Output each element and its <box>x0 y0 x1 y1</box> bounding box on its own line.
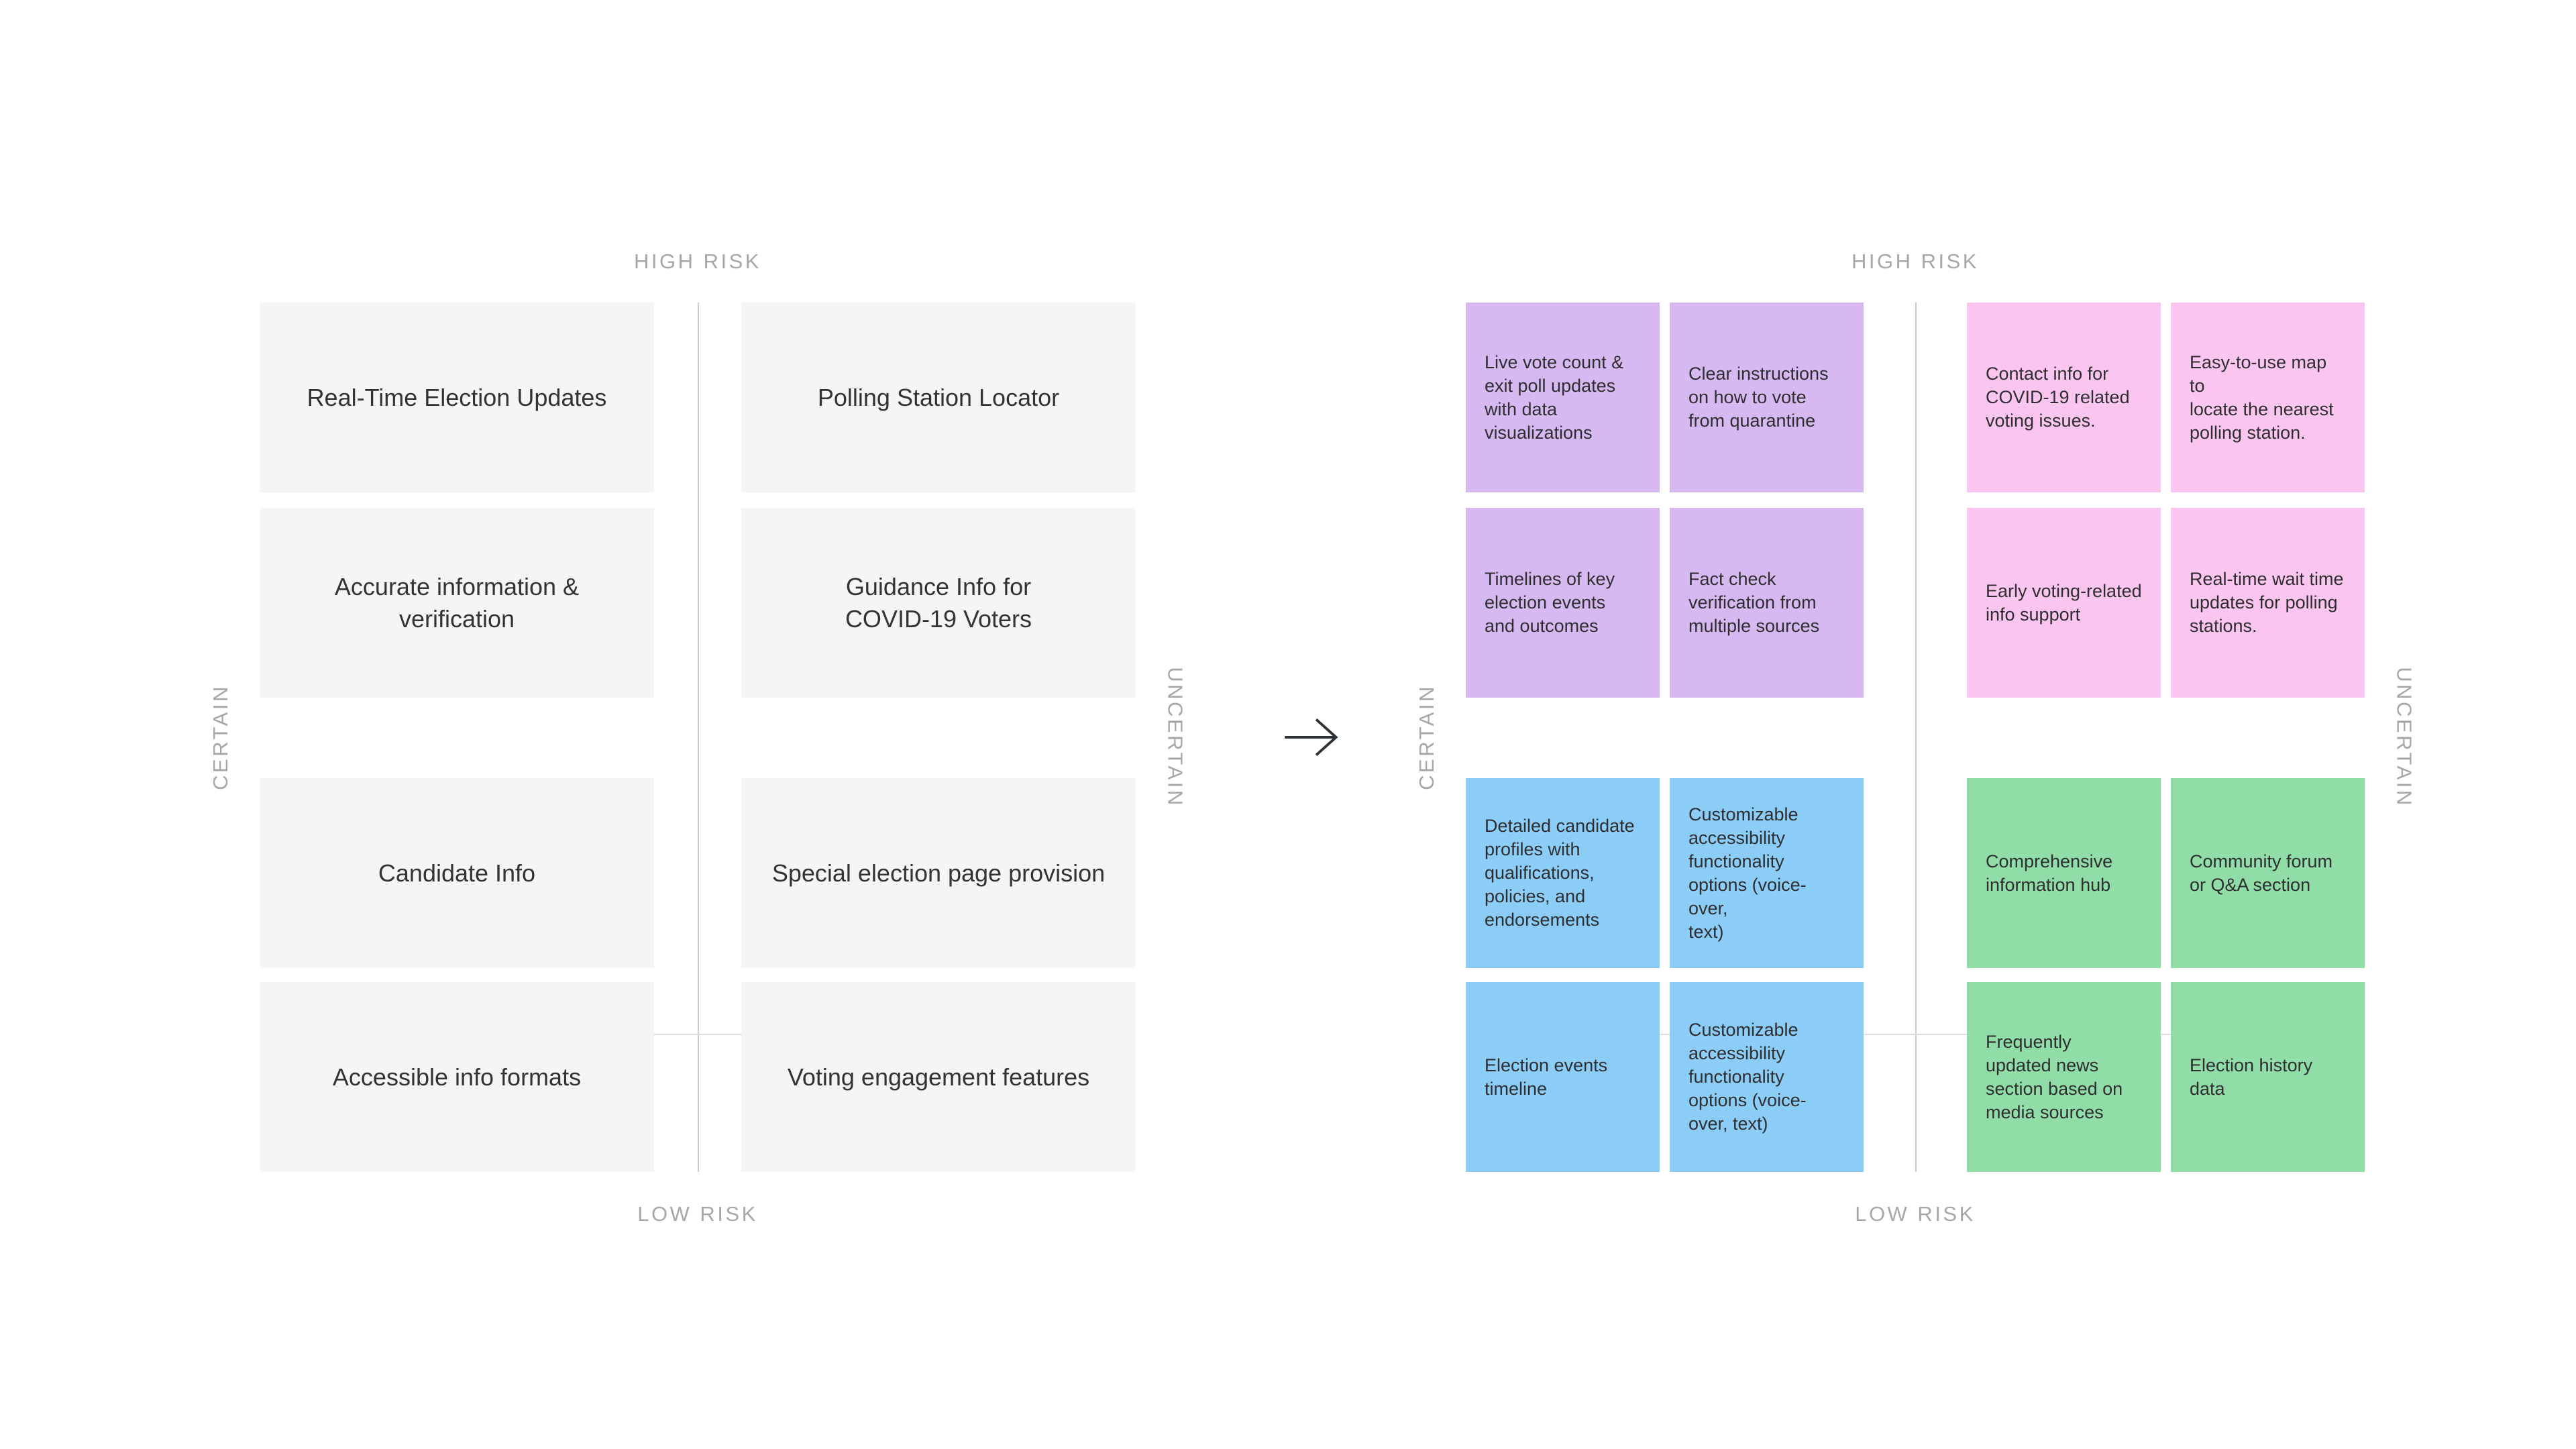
sticky-note-text: Contact info for COVID-19 related voting… <box>1986 364 2130 431</box>
sticky-note-text: Election events timeline <box>1485 1055 1608 1099</box>
feature-box-label: Guidance Info for COVID-19 Voters <box>845 572 1032 633</box>
feature-box[interactable]: Accessible info formats <box>260 982 654 1172</box>
sticky-note-text: Customizable accessibility functionality… <box>1688 804 1807 942</box>
feature-box[interactable]: Special election page provision <box>741 778 1136 968</box>
sticky-note-text: Live vote count & exit poll updates with… <box>1485 352 1624 443</box>
feature-box[interactable]: Candidate Info <box>260 778 654 968</box>
axis-label-high-risk: HIGH RISK <box>634 250 761 273</box>
feature-box-label: Polling Station Locator <box>817 383 1060 411</box>
sticky-note[interactable]: Detailed candidate profiles with qualifi… <box>1466 778 1660 968</box>
feature-box[interactable]: Real-Time Election Updates <box>260 303 654 492</box>
feature-box-label: Accessible info formats <box>332 1063 582 1091</box>
sticky-note[interactable]: Customizable accessibility functionality… <box>1670 982 1864 1172</box>
sticky-note[interactable]: Election events timeline <box>1466 982 1660 1172</box>
sticky-note-text: Easy-to-use map to locate the nearest po… <box>2190 352 2334 443</box>
sticky-note[interactable]: Timelines of key election events and out… <box>1466 508 1660 698</box>
horizontal-divider-line <box>260 1034 1136 1035</box>
feature-box[interactable]: Guidance Info for COVID-19 Voters <box>741 508 1136 698</box>
horizontal-divider-line <box>1466 1034 2365 1035</box>
axis-label-high-risk: HIGH RISK <box>1851 250 1979 273</box>
sticky-note-text: Community forum or Q&A section <box>2190 851 2333 895</box>
feature-box-label: Real-Time Election Updates <box>307 383 607 411</box>
transform-arrow <box>1283 711 1340 763</box>
feature-box-label: Candidate Info <box>378 859 536 887</box>
sticky-note-text: Customizable accessibility functionality… <box>1688 1020 1807 1134</box>
sticky-note[interactable]: Frequently updated news section based on… <box>1967 982 2161 1172</box>
vertical-divider-line <box>1915 303 1917 1172</box>
sticky-note[interactable]: Election history data <box>2171 982 2365 1172</box>
right-arrow-icon <box>1285 718 1338 756</box>
axis-label-low-risk: LOW RISK <box>637 1202 758 1226</box>
sticky-note-text: Real-time wait time updates for polling … <box>2190 569 2344 636</box>
sticky-note[interactable]: Clear instructions on how to vote from q… <box>1670 303 1864 492</box>
axis-label-uncertain: UNCERTAIN <box>1163 667 1187 808</box>
vertical-divider-line <box>698 303 699 1172</box>
sticky-note[interactable]: Fact check verification from multiple so… <box>1670 508 1864 698</box>
feature-box-label: Voting engagement features <box>787 1063 1090 1091</box>
sticky-note[interactable]: Easy-to-use map to locate the nearest po… <box>2171 303 2365 492</box>
axis-label-certain: CERTAIN <box>209 684 232 790</box>
sticky-note[interactable]: Customizable accessibility functionality… <box>1670 778 1864 968</box>
sticky-note[interactable]: Comprehensive information hub <box>1967 778 2161 968</box>
sticky-note[interactable]: Live vote count & exit poll updates with… <box>1466 303 1660 492</box>
sticky-note-text: Fact check verification from multiple so… <box>1688 569 1820 636</box>
sticky-note-text: Detailed candidate profiles with qualifi… <box>1485 816 1635 930</box>
axis-label-low-risk: LOW RISK <box>1855 1202 1976 1226</box>
feature-box-label: Special election page provision <box>771 859 1106 887</box>
sticky-note-text: Frequently updated news section based on… <box>1986 1031 2123 1122</box>
sticky-note[interactable]: Early voting-related info support <box>1967 508 2161 698</box>
feature-box[interactable]: Accurate information & verification <box>260 508 654 698</box>
axis-label-uncertain: UNCERTAIN <box>2392 667 2416 808</box>
risk-matrix-after: HIGH RISK LOW RISK CERTAIN UNCERTAIN Liv… <box>1415 250 2416 1226</box>
sticky-note-text: Comprehensive information hub <box>1986 851 2113 895</box>
sticky-note[interactable]: Real-time wait time updates for polling … <box>2171 508 2365 698</box>
feature-box[interactable]: Voting engagement features <box>741 982 1136 1172</box>
sticky-note[interactable]: Community forum or Q&A section <box>2171 778 2365 968</box>
sticky-note-text: Timelines of key election events and out… <box>1485 569 1615 636</box>
feature-box[interactable]: Polling Station Locator <box>741 303 1136 492</box>
sticky-note-text: Early voting-related info support <box>1986 580 2142 625</box>
feature-box-label: Accurate information & verification <box>334 572 580 633</box>
sticky-note-text: Election history data <box>2190 1055 2313 1099</box>
sticky-note[interactable]: Contact info for COVID-19 related voting… <box>1967 303 2161 492</box>
sticky-note-text: Clear instructions on how to vote from q… <box>1688 364 1829 431</box>
risk-matrix-before: HIGH RISK LOW RISK CERTAIN UNCERTAIN Rea… <box>209 250 1187 1226</box>
axis-label-certain: CERTAIN <box>1415 684 1438 790</box>
